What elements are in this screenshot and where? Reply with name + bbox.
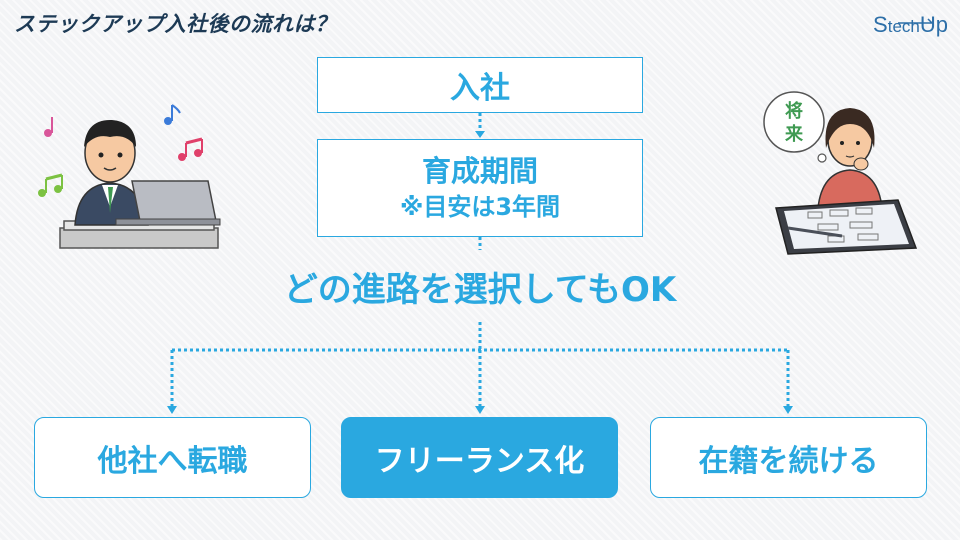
option-freelance-label: フリーランス化 <box>374 443 585 479</box>
option-change-jobs: 他社へ転職 <box>34 417 311 498</box>
logo-up: Up <box>919 12 948 37</box>
option-change-jobs-label: 他社へ転職 <box>97 443 248 479</box>
page-title: ステックアップ入社後の流れは？ <box>14 12 337 36</box>
option-stay-employed: 在籍を続ける <box>650 417 927 498</box>
logo-tech: tech <box>887 17 920 36</box>
brand-logo: StechUp <box>873 12 948 38</box>
man-with-laptop-illustration <box>38 104 221 249</box>
step-join-label: 入社 <box>450 71 510 106</box>
headline-any-path-ok: どの進路を選択してもOK <box>283 270 677 310</box>
woman-thinking-illustration: 将 来 <box>763 91 918 255</box>
step-training-note: ※目安は3年間 <box>399 193 561 221</box>
step-training-title: 育成期間 <box>421 154 538 188</box>
logo-s: S <box>873 12 888 37</box>
thought-bubble-text-1: 将 <box>785 100 803 122</box>
step-join-box: 入社 <box>317 57 643 113</box>
logo-arrow-icon <box>898 18 934 24</box>
option-freelance: フリーランス化 <box>341 417 618 498</box>
music-note-icon <box>44 117 53 137</box>
option-stay-employed-label: 在籍を続ける <box>698 443 879 479</box>
thought-bubble-text-2: 来 <box>784 124 804 145</box>
step-training-box: 育成期間 ※目安は3年間 <box>317 139 643 237</box>
